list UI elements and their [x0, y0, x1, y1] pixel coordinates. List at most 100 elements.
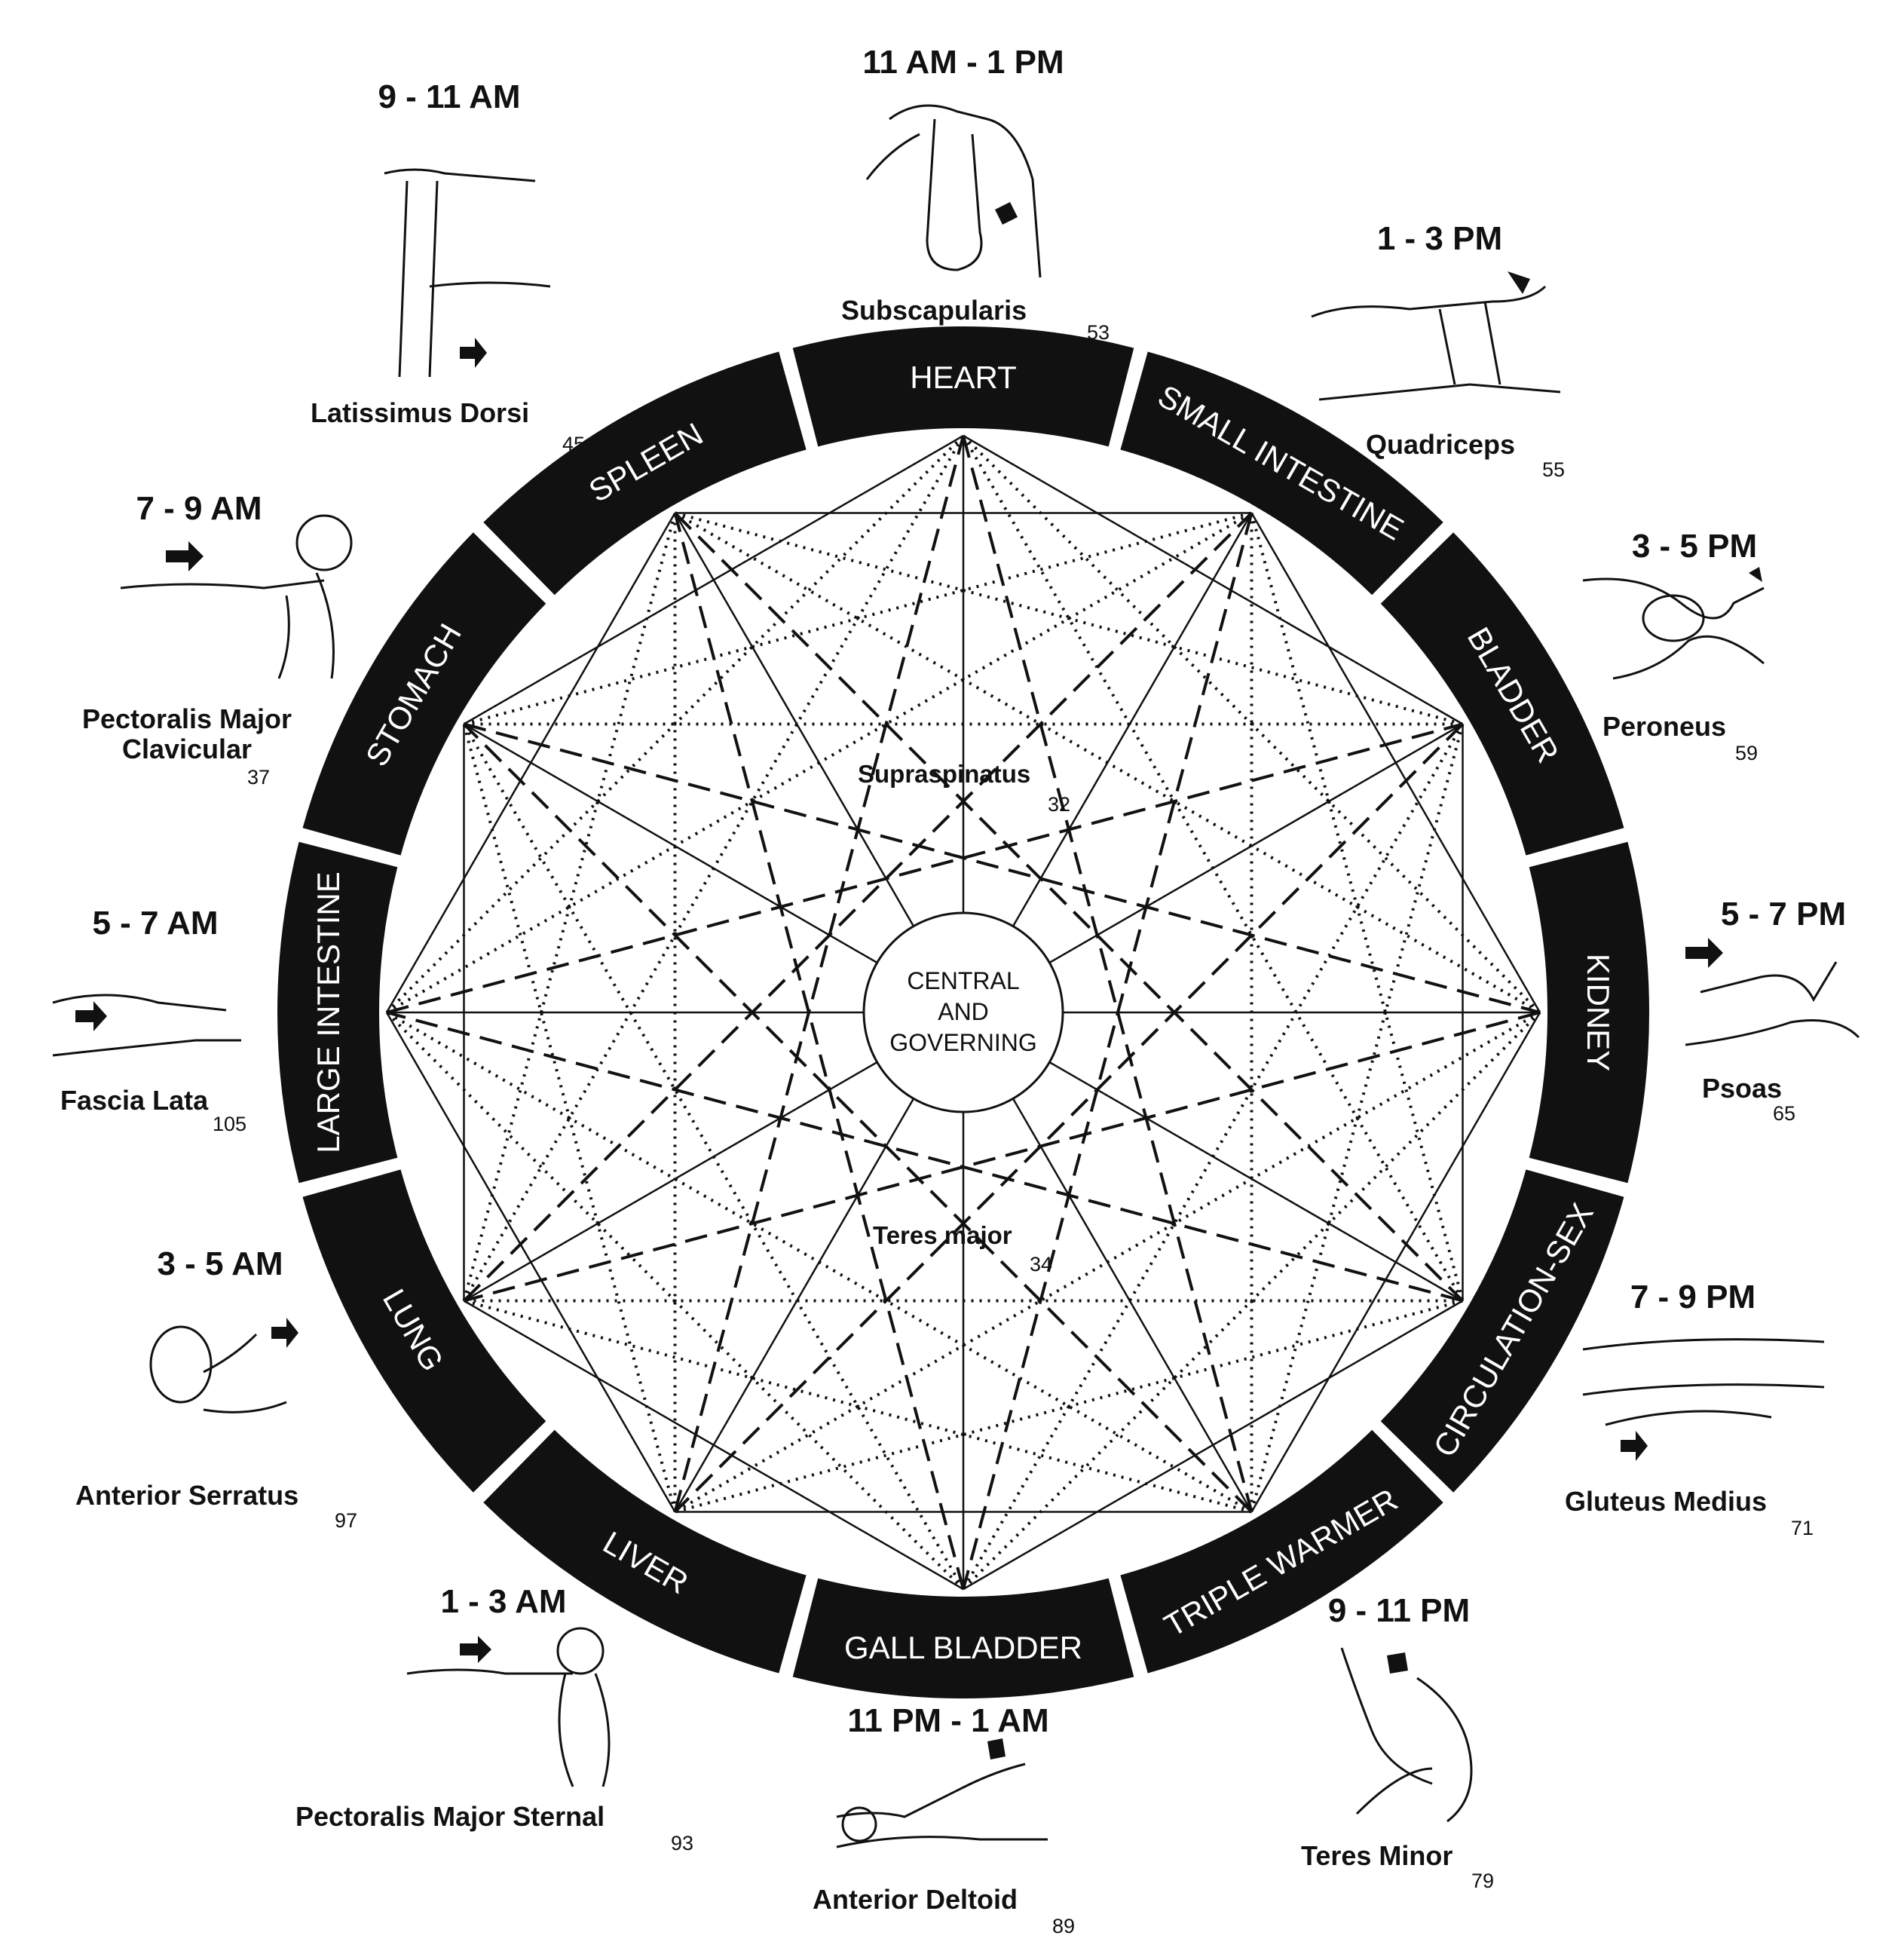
center-label-line1: CENTRAL [907, 967, 1019, 994]
dotted-square-line [462, 723, 677, 1513]
test-figure-bladder [1582, 567, 1765, 680]
dashed-star-line [674, 512, 1464, 1302]
ring-segment-gall-bladder [792, 1578, 1134, 1698]
dashed-star-line [463, 512, 1253, 1302]
ring-segment-heart [792, 326, 1134, 447]
dashed-star-line [674, 723, 1464, 1513]
time-lung: 3 - 5 AM [157, 1245, 283, 1282]
muscle-bladder: Peroneus [1602, 711, 1727, 742]
organ-label-kidney: KIDNEY [1581, 954, 1616, 1071]
spoke-line [463, 1061, 878, 1302]
test-figure-triple-warmer [1340, 1647, 1473, 1823]
inner-muscle-supraspinatus-page: 32 [1048, 793, 1071, 816]
dotted-star-line [385, 511, 1253, 1014]
test-figure-gall-bladder [836, 1738, 1048, 1848]
time-large-intestine: 5 - 7 AM [92, 905, 219, 942]
solid-chord-line [963, 1300, 1464, 1591]
spoke-line [1048, 723, 1464, 964]
page-bladder: 59 [1735, 742, 1759, 764]
time-gall-bladder: 11 PM - 1 AM [847, 1702, 1049, 1739]
ring-segment-small-intestine [1120, 351, 1443, 596]
dotted-star-line [462, 434, 965, 1302]
muscle-spleen: Latissimus Dorsi [311, 397, 530, 428]
page-heart: 53 [1087, 321, 1110, 344]
time-circulation-sex: 7 - 9 PM [1630, 1279, 1756, 1315]
inner-muscle-teres-major: Teres major [873, 1221, 1012, 1249]
muscle-circulation-sex: Gluteus Medius [1565, 1486, 1768, 1517]
test-figure-stomach [120, 514, 353, 679]
test-figure-circulation-sex [1582, 1338, 1825, 1461]
solid-chord-line [385, 1012, 676, 1513]
dotted-square-line [462, 512, 677, 1302]
test-figure-large-intestine [52, 994, 241, 1057]
dashed-star-line [386, 1011, 1464, 1303]
page-gall-bladder: 89 [1052, 1915, 1076, 1937]
dotted-square-line [1250, 512, 1465, 1302]
ring-segment-spleen [483, 351, 807, 596]
central-governing-circle: CENTRAL AND GOVERNING [862, 911, 1064, 1113]
time-small-intestine: 1 - 3 PM [1376, 220, 1503, 257]
organ-label-gall-bladder: GALL BLADDER [844, 1630, 1082, 1665]
inner-muscle-supraspinatus: Supraspinatus [858, 760, 1031, 788]
dashed-star-line [673, 512, 965, 1590]
dotted-square-line [962, 434, 1541, 1014]
test-figure-small-intestine [1311, 271, 1561, 401]
dotted-square-line [385, 1011, 965, 1591]
ring-segment-bladder [1380, 532, 1624, 856]
muscle-gall-bladder: Anterior Deltoid [813, 1884, 1018, 1915]
ring-segment-lung [302, 1169, 546, 1493]
test-figure-lung [149, 1318, 298, 1413]
spoke-line [674, 1098, 915, 1513]
spoke-line [674, 512, 915, 927]
time-spleen: 9 - 11 AM [378, 78, 521, 115]
dotted-square-line [962, 1011, 1541, 1591]
dotted-square-line [674, 511, 1464, 726]
page-spleen: 45 [562, 433, 586, 455]
muscle-large-intestine: Fascia Lata [60, 1085, 209, 1116]
time-heart: 11 AM - 1 PM [862, 44, 1064, 81]
muscle-heart: Subscapularis [841, 295, 1027, 326]
ring-segment-large-intestine [277, 841, 398, 1184]
solid-chord-line [463, 1300, 964, 1591]
spoke-line [1048, 1061, 1464, 1302]
dashed-star-line [463, 723, 1253, 1513]
dotted-star-line [462, 723, 965, 1591]
page-circulation-sex: 71 [1791, 1517, 1814, 1539]
test-figure-liver [406, 1627, 611, 1787]
ring-segment-liver [483, 1429, 807, 1674]
page-large-intestine: 105 [213, 1113, 247, 1135]
dashed-star-line [962, 512, 1254, 1590]
ring-segment-kidney [1529, 841, 1649, 1184]
solid-chord-line [963, 434, 1464, 725]
time-kidney: 5 - 7 PM [1720, 896, 1847, 933]
time-bladder: 3 - 5 PM [1631, 528, 1758, 565]
solid-chord-line [1250, 512, 1541, 1013]
dotted-square-line [674, 1299, 1464, 1514]
center-label-line2: AND [938, 998, 989, 1025]
inner-muscle-teres-major-page: 34 [1030, 1253, 1053, 1276]
muscle-lung: Anterior Serratus [75, 1480, 299, 1511]
time-stomach: 7 - 9 AM [136, 490, 262, 527]
dashed-star-line [673, 435, 965, 1513]
dotted-star-line [674, 1011, 1541, 1514]
dashed-star-line [962, 435, 1254, 1513]
ring-segment-stomach [302, 532, 546, 856]
dashed-star-line [463, 722, 1541, 1014]
center-label-line3: GOVERNING [889, 1029, 1037, 1056]
muscle-stomach: Pectoralis Major Clavicular [81, 703, 292, 764]
page-lung: 97 [335, 1509, 358, 1532]
time-liver: 1 - 3 AM [440, 1583, 567, 1620]
spoke-line [1012, 1098, 1253, 1513]
organ-label-heart: HEART [910, 360, 1017, 395]
dotted-square-line [463, 511, 1253, 726]
muscle-liver: Pectoralis Major Sternal [295, 1801, 605, 1832]
dashed-star-line [386, 722, 1464, 1014]
dotted-star-line [674, 511, 1541, 1014]
page-stomach: 37 [247, 766, 271, 789]
page-triple-warmer: 79 [1471, 1870, 1495, 1892]
test-figure-heart [865, 104, 1042, 278]
dotted-star-line [962, 435, 1465, 1302]
